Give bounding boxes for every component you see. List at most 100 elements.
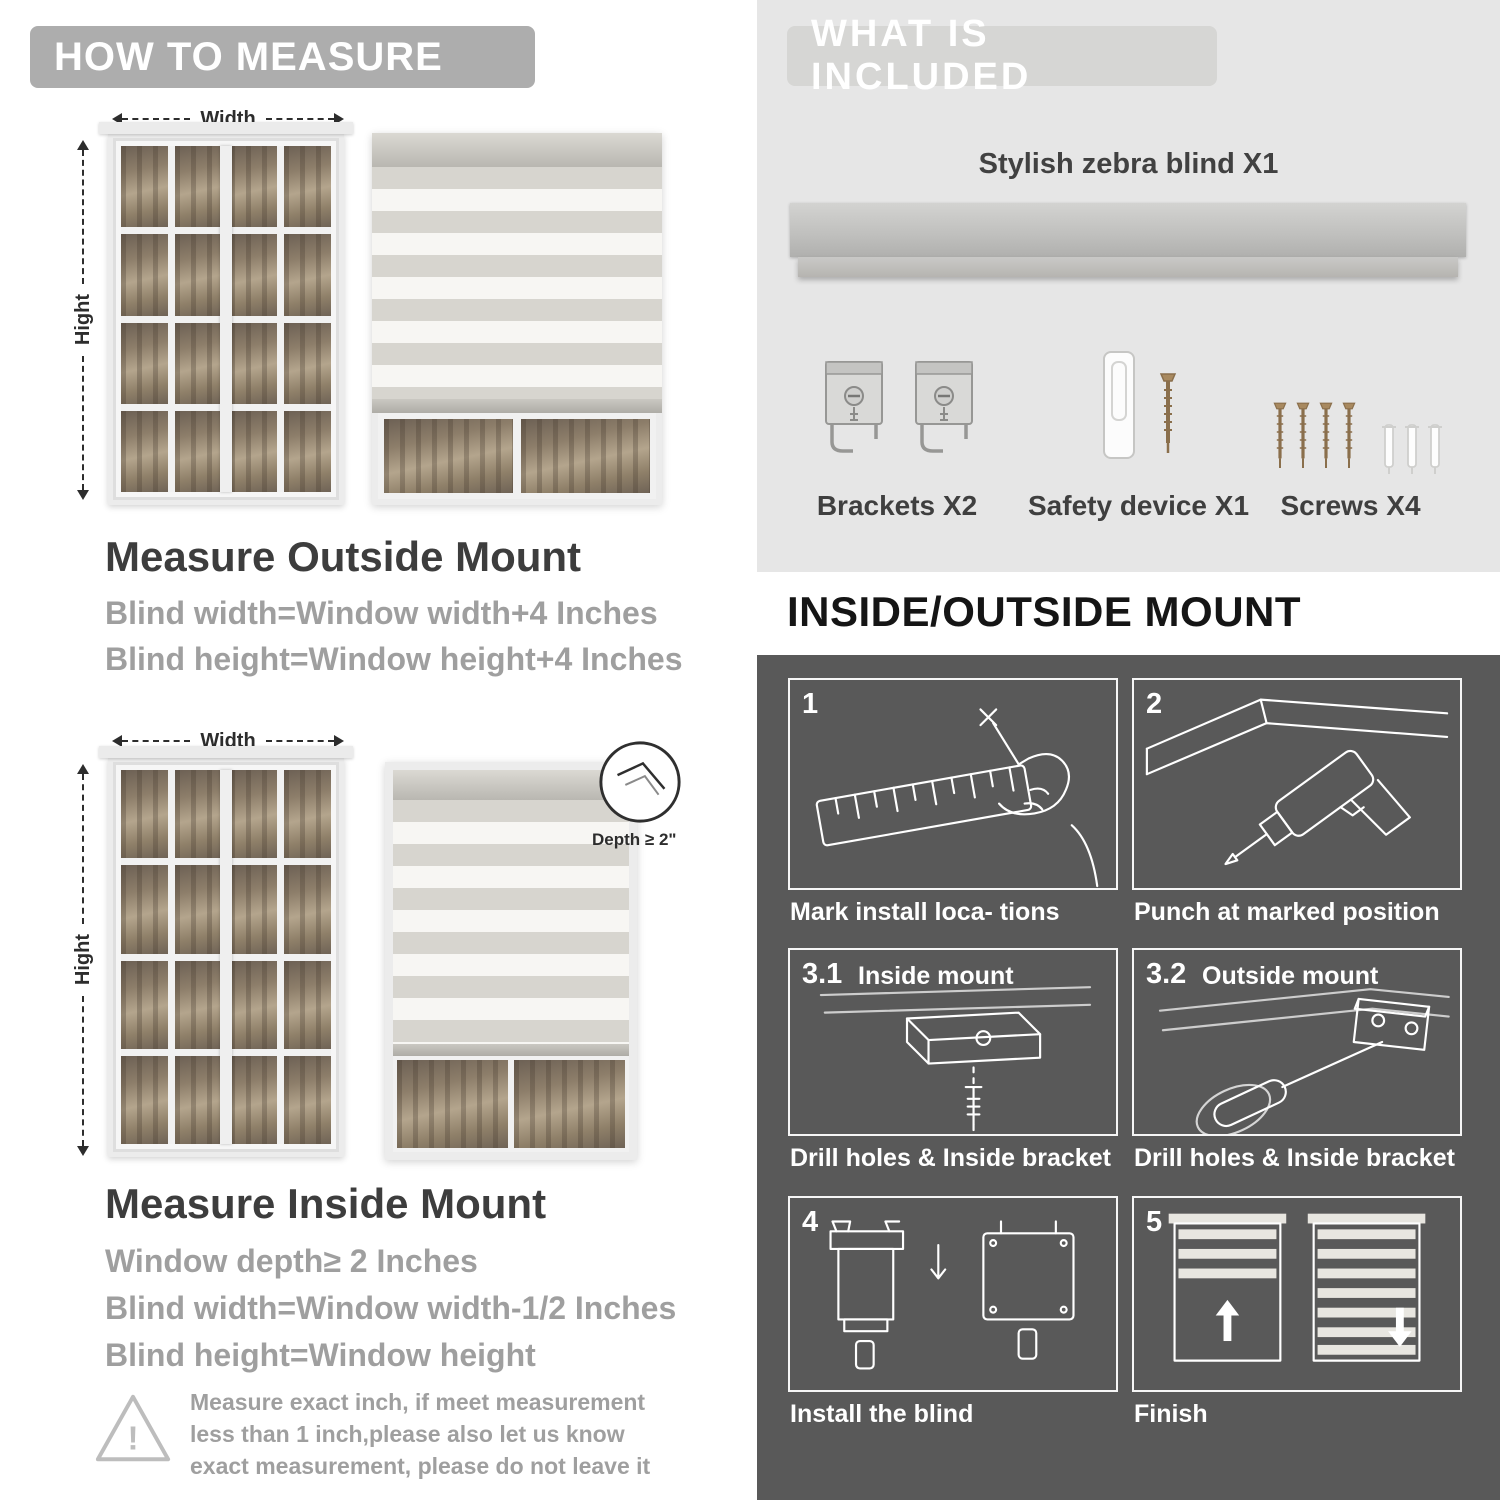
screws-icon [1272, 396, 1443, 476]
step-number: 5 [1146, 1206, 1163, 1238]
inside-mount-line-3: Blind height=Window height [105, 1337, 536, 1373]
drill-icon [1145, 698, 1449, 866]
height-label: Hight [71, 934, 94, 986]
step-3-1-box: 3.1 Inside mount [788, 948, 1118, 1136]
bracket-icon [915, 361, 973, 453]
safety-device-label: Safety device X1 [1028, 490, 1250, 521]
headrail-illustration [790, 203, 1466, 277]
window-illustration-outside [99, 122, 353, 505]
outside-mount-line-1: Blind width=Window width+4 Inches [105, 595, 658, 631]
height-measure-arrow-inside: Hight [70, 764, 96, 1156]
step-number: 1 [802, 688, 819, 720]
step-number: 3.2 [1146, 958, 1187, 990]
window-pane [121, 322, 169, 404]
arrowhead-right-icon [334, 113, 345, 125]
step-4-box: 4 [788, 1196, 1118, 1392]
blind-cassette [393, 770, 629, 800]
step-1-caption: Mark install loca- tions [790, 898, 1060, 926]
step-2-box: 2 [1132, 678, 1462, 890]
window-pane [175, 865, 223, 954]
outside-bracket-icon [1158, 988, 1450, 1134]
screw-icon [1159, 373, 1177, 453]
window-pane [229, 960, 277, 1049]
window-pane [175, 322, 223, 404]
window-pane [121, 146, 169, 228]
window-pane [175, 410, 223, 492]
window-panes [121, 146, 331, 492]
window-pane [175, 1055, 223, 1144]
screw-icon [1319, 402, 1333, 468]
window-pane [283, 410, 331, 492]
safety-clip-icon [1103, 351, 1135, 459]
step-2-caption: Punch at marked position [1134, 898, 1440, 926]
wall-anchor-icon [1428, 424, 1442, 474]
zebra-blind-illustration-outside [372, 133, 662, 505]
blind-cassette [372, 133, 662, 167]
window-pane [229, 1055, 277, 1144]
depth-magnifier-icon [599, 741, 681, 823]
install-blind-icon [829, 1220, 1075, 1370]
window-pane [229, 146, 277, 228]
window-pane [283, 322, 331, 404]
mark-location-icon [815, 708, 1099, 888]
window-pane [175, 960, 223, 1049]
step-number: 4 [802, 1206, 819, 1238]
step-3-2-caption: Drill holes & Inside bracket [1134, 1144, 1455, 1172]
step-3-2-box: 3.2 Outside mount [1132, 948, 1462, 1136]
step-title: Outside mount [1202, 962, 1379, 990]
blind-bottom-rail [393, 1044, 629, 1056]
zebra-blind-illustration-inside [385, 762, 637, 1160]
screws-label: Screws X4 [1280, 490, 1421, 521]
blind-item-label: Stylish zebra blind X1 [978, 148, 1279, 180]
safety-device-icon [1098, 348, 1178, 464]
window-pane [121, 410, 169, 492]
depth-requirement-label: Depth ≥ 2" [592, 830, 677, 849]
window-pane [283, 960, 331, 1049]
window-pane [283, 234, 331, 316]
window-panes [121, 770, 331, 1144]
window-pane [283, 770, 331, 859]
window-pane [229, 410, 277, 492]
warning-exclamation: ! [127, 1420, 138, 1457]
step-number: 2 [1146, 688, 1163, 720]
step-title: Inside mount [858, 962, 1014, 990]
what-is-included-header: WHAT IS INCLUDED [787, 13, 1217, 98]
window-pane [121, 234, 169, 316]
inside-mount-line-1: Window depth≥ 2 Inches [105, 1243, 478, 1279]
window-pane [283, 1055, 331, 1144]
window-illustration-inside [99, 746, 353, 1157]
window-pane [121, 1055, 169, 1144]
blind-fabric-stripes [372, 167, 662, 399]
window-pane [229, 865, 277, 954]
window-pane [121, 960, 169, 1049]
screw-icon [1296, 402, 1310, 468]
blind-fabric-stripes [393, 800, 629, 1044]
window-pane [121, 865, 169, 954]
arrowhead-up-icon [77, 140, 89, 150]
step-5-caption: Finish [1134, 1400, 1208, 1428]
height-label: Hight [71, 294, 94, 346]
inside-bracket-icon [819, 986, 1092, 1132]
brackets-label: Brackets X2 [816, 490, 978, 521]
warning-triangle-icon: ! [95, 1394, 171, 1462]
finish-icon [1168, 1213, 1426, 1362]
step-number: 3.1 [802, 958, 843, 990]
screw-icon [1273, 402, 1287, 468]
window-pane [283, 865, 331, 954]
arrowhead-left-icon [112, 113, 122, 125]
arrowhead-down-icon [77, 490, 89, 500]
measurement-note: Measure exact inch, if meet measurement … [190, 1389, 651, 1480]
wall-anchor-icon [1382, 424, 1396, 474]
outside-mount-title: Measure Outside Mount [105, 533, 582, 580]
arrowhead-right-icon [334, 735, 345, 747]
window-peek-below-blind [393, 1056, 629, 1152]
height-measure-arrow-outside: Hight [70, 140, 96, 500]
blind-bottom-rail [372, 399, 662, 413]
window-pane [283, 146, 331, 228]
window-pane [175, 146, 223, 228]
arrowhead-down-icon [77, 1146, 89, 1156]
step-3-1-caption: Drill holes & Inside bracket [790, 1144, 1111, 1172]
step-5-box: 5 [1132, 1196, 1462, 1392]
step-4-caption: Install the blind [790, 1400, 974, 1428]
